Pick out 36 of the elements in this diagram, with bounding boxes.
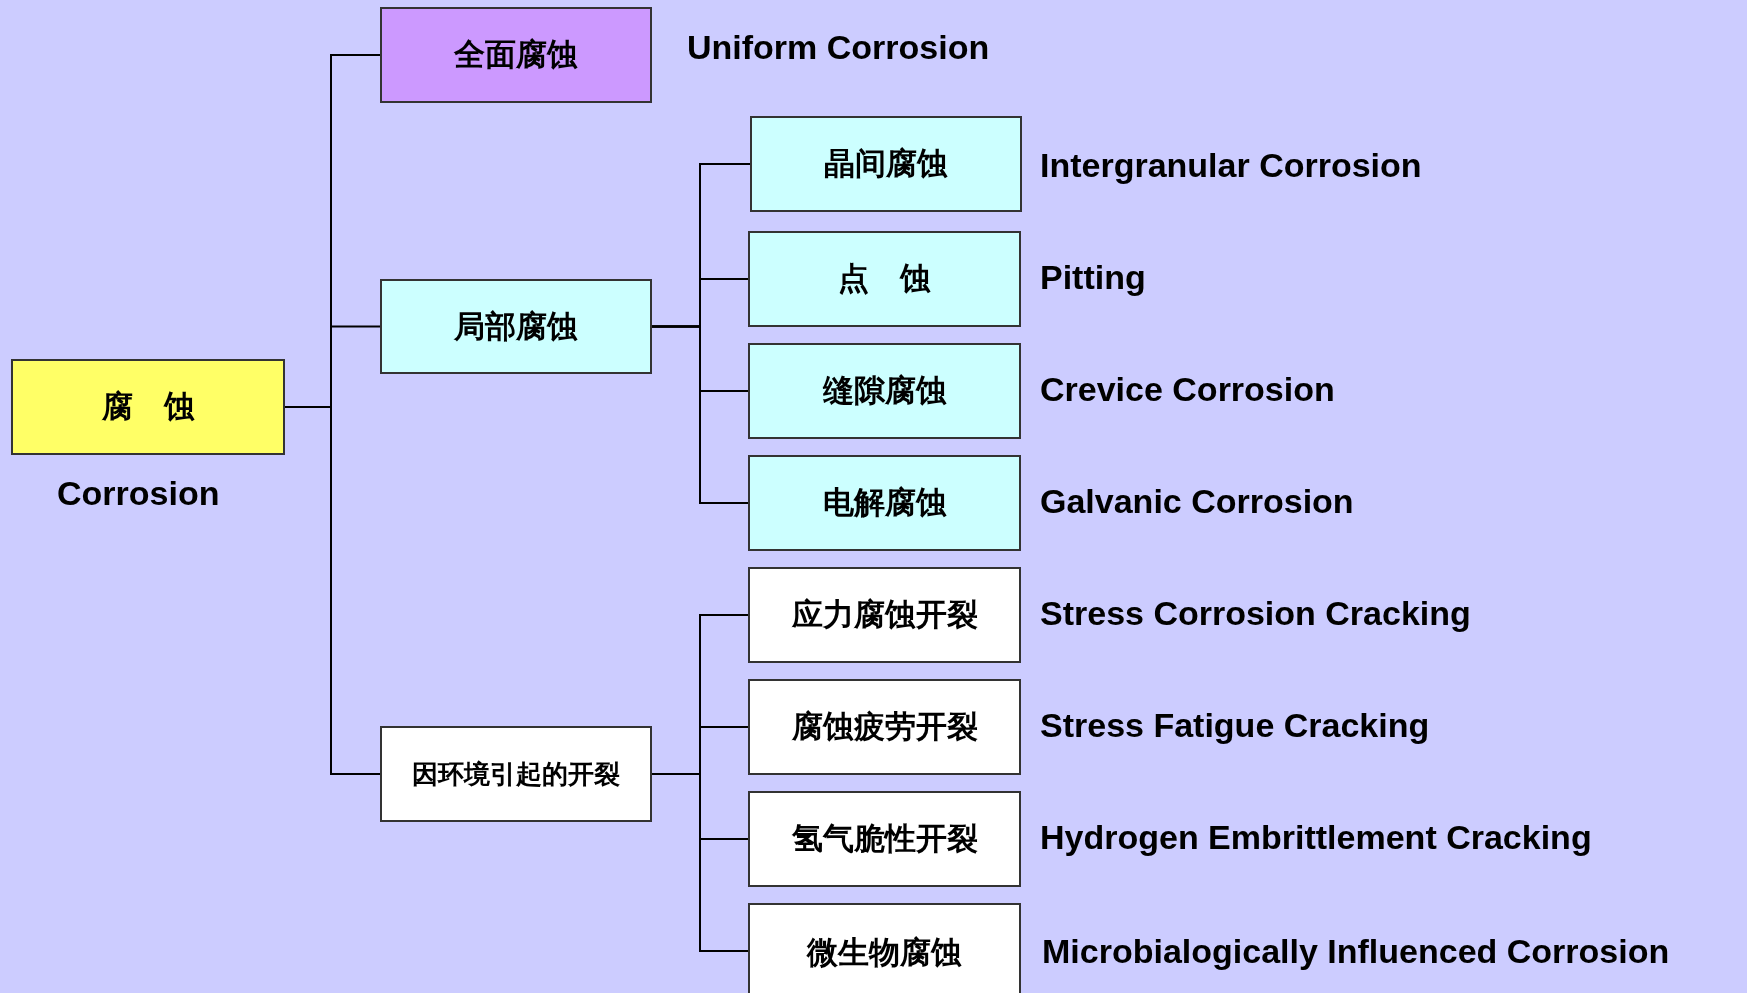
category-box [748,903,1021,993]
category-box [748,679,1021,775]
category-label: 腐 蚀 [101,387,195,426]
category-label: 氢气脆性开裂 [791,819,978,858]
category-box [748,455,1021,551]
category-label: 腐蚀疲劳开裂 [791,707,978,746]
category-label: 缝隙腐蚀 [822,371,947,410]
english-term: Stress Corrosion Cracking [1040,594,1471,633]
english-term: Uniform Corrosion [687,28,990,67]
english-term: Pitting [1040,258,1146,297]
category-label: 全面腐蚀 [454,35,578,74]
english-term: Crevice Corrosion [1040,370,1335,409]
category-box [748,231,1021,327]
category-label: 晶间腐蚀 [824,144,948,183]
category-box [380,7,652,103]
english-term: Hydrogen Embrittlement Cracking [1040,818,1592,857]
english-term: Microbialogically Influenced Corrosion [1042,932,1670,971]
category-label: 局部腐蚀 [454,306,578,346]
category-box [748,791,1021,887]
english-term: Intergranular Corrosion [1040,146,1422,185]
category-label: 点 蚀 [838,259,931,298]
english-term: Stress Fatigue Cracking [1040,706,1430,745]
category-box [748,343,1021,439]
category-box [11,359,285,455]
category-box [748,567,1021,663]
category-label: 因环境引起的开裂 [412,757,620,791]
category-label: 微生物腐蚀 [807,933,962,972]
category-box [750,116,1022,212]
category-label: 电解腐蚀 [822,483,947,522]
english-term: Corrosion [57,474,220,513]
english-term: Galvanic Corrosion [1040,482,1354,521]
category-box [380,726,652,822]
connector-line [651,325,749,504]
category-box [380,279,652,374]
connector-line [651,773,749,952]
category-label: 应力腐蚀开裂 [791,595,978,634]
